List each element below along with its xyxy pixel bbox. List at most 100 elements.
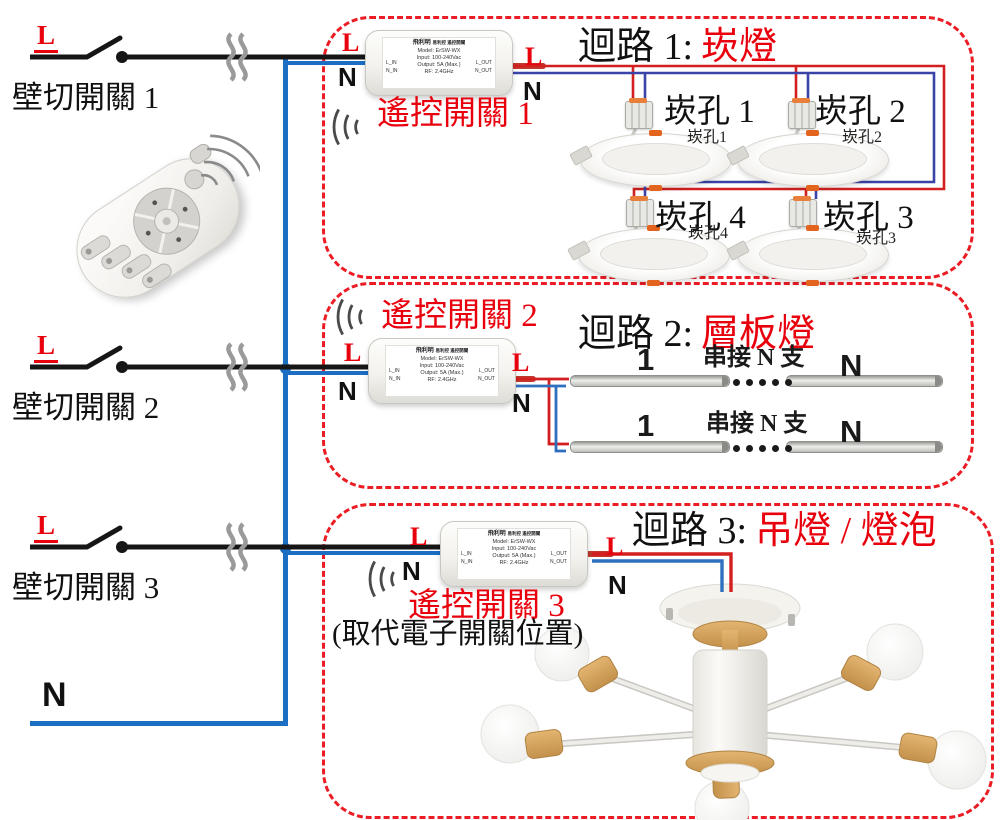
module3-out-live-label: L [606,532,624,561]
module-rf: RF: 2.4GHz [424,68,454,75]
module-terminal-n-in: N_IN [386,68,398,75]
module-input-rating: Input: 100-240Vac [491,545,537,552]
module3-rf-signal-icon [368,560,395,598]
module3-in-live-label: L [410,522,428,551]
module-model: Model: ErSW-WX [492,538,536,545]
wall-switch-line-1 [30,32,373,82]
wall-switch-line-2 [30,342,375,392]
neutral-tap-1 [283,61,369,65]
remote-rf-signal-icon [200,134,260,186]
live-label-switch2: L [34,332,59,363]
module-terminal-l-out: L_OUT [550,551,567,558]
rf-switch-module-1: 飛利明 易利控 遙控開關 Model: ErSW-WX Input: 100-2… [365,30,513,96]
circuit3-box [322,503,994,819]
module2-rf-signal-icon [336,298,363,336]
wire-connector [625,98,653,129]
module2-out-neutral-label: N [512,388,531,418]
strip-row1-last-number: N [840,348,863,383]
module-output-rating: Output: 5A (Max.) [417,61,461,68]
strip-row1-series-note: 串接 N 支 [703,345,805,371]
circuit1-title: 迴路 1:崁燈 [578,28,777,66]
live-label-switch1: L [34,22,59,53]
module2-in-neutral-label: N [338,376,357,406]
wall-switch3-label: 壁切開關 3 [12,570,160,605]
downlight2-caption: 崁孔2 [842,129,883,146]
circuit3-note: (取代電子開關位置) [332,618,584,650]
module-model: Model: ErSW-WX [417,47,461,54]
module-terminal-n-in: N_IN [461,559,473,566]
module1-rf-signal-icon [332,108,359,146]
module3-out-neutral-label: N [608,570,627,600]
downlight-clip [806,280,819,286]
neutral-tap-3 [283,551,444,555]
remote-control [58,134,262,317]
module1-out-neutral-label: N [523,76,542,106]
downlight-clip [647,280,660,286]
wall-switch2-label: 壁切開關 2 [12,390,160,425]
downlight-clip [649,130,662,136]
circuit1-title-prefix: 迴路 1: [578,26,694,68]
module-brand-sub: 易利控 遙控開關 [432,40,466,46]
downlight1-label: 崁孔 1 [664,94,755,130]
module-rf: RF: 2.4GHz [427,376,457,383]
wire-connector [789,196,817,227]
module-input-rating: Input: 100-240Vac [419,362,465,369]
neutral-tap-2 [283,371,372,375]
module-brand: 飛利明 [487,531,506,538]
circuit2-title-main: 層板燈 [701,313,816,355]
strip-row2-last-number: N [840,414,863,449]
module-brand-sub: 易利控 遙控開關 [435,348,469,354]
module-terminal-n-out: N_OUT [549,559,567,566]
downlight-lens [759,143,867,175]
led-strip-segment [786,441,943,453]
module1-in-neutral-label: N [338,62,357,92]
downlight-lens [602,143,710,175]
led-strip-segment [570,441,730,453]
module-output-rating: Output: 5A (Max.) [492,552,536,559]
module-terminal-l-in: L_IN [389,368,400,375]
wall-switch-line-3 [30,522,447,572]
downlight1-caption: 崁孔1 [687,129,728,146]
module-terminal-l-in: L_IN [461,551,472,558]
circuit2-title: 迴路 2:層板燈 [578,315,815,353]
module-output-rating: Output: 5A (Max.) [420,369,464,376]
circuit2-remote-label: 遙控開關 2 [381,298,538,334]
downlight-lens [600,238,708,270]
strip-row2-first-number: 1 [637,408,655,443]
circuit2-title-prefix: 迴路 2: [578,313,694,355]
module-brand: 飛利明 [415,348,434,355]
module-brand-sub: 易利控 遙控開關 [507,531,541,537]
neutral-bus-vertical [283,59,288,724]
module-terminal-n-in: N_IN [389,376,401,383]
module2-in-live-label: L [344,338,362,367]
module2-label: 飛利明 易利控 遙控開關 Model: ErSW-WX Input: 100-2… [385,345,499,397]
circuit3-title: 迴路 3:吊燈 / 燈泡 [632,512,937,550]
downlight3-label: 崁孔 3 [823,200,914,236]
downlight3-caption: 崁孔3 [856,230,897,247]
wall-switch1-label: 壁切開關 1 [12,80,160,115]
remote-body [58,139,258,317]
led-strip-segment [570,375,730,387]
series-ellipsis [733,379,792,386]
module3-label: 飛利明 易利控 遙控開關 Model: ErSW-WX Input: 100-2… [457,528,571,580]
module-terminal-n-out: N_OUT [477,376,495,383]
downlight2-label: 崁孔 2 [815,94,906,130]
led-strip-segment [786,375,943,387]
ceiling-lamp [480,583,987,820]
circuit1-remote-label: 遙控開關 1 [377,96,534,132]
strip-row2-series-note: 串接 N 支 [706,411,808,437]
downlight-lens [759,238,867,270]
live-label-switch3: L [34,512,59,543]
downlight-clip [806,225,819,231]
remote-dpad [133,187,201,255]
neutral-bottom-label: N [42,676,67,714]
module1-out-live-label: L [525,42,543,71]
module-input-rating: Input: 100-240Vac [416,54,462,61]
circuit3-title-main: 吊燈 / 燈泡 [755,510,937,552]
module-terminal-l-in: L_IN [386,60,397,67]
module1-label: 飛利明 易利控 遙控開關 Model: ErSW-WX Input: 100-2… [382,37,496,89]
downlight-clip [806,185,819,191]
module-terminal-n-out: N_OUT [474,68,492,75]
series-ellipsis [733,445,792,452]
